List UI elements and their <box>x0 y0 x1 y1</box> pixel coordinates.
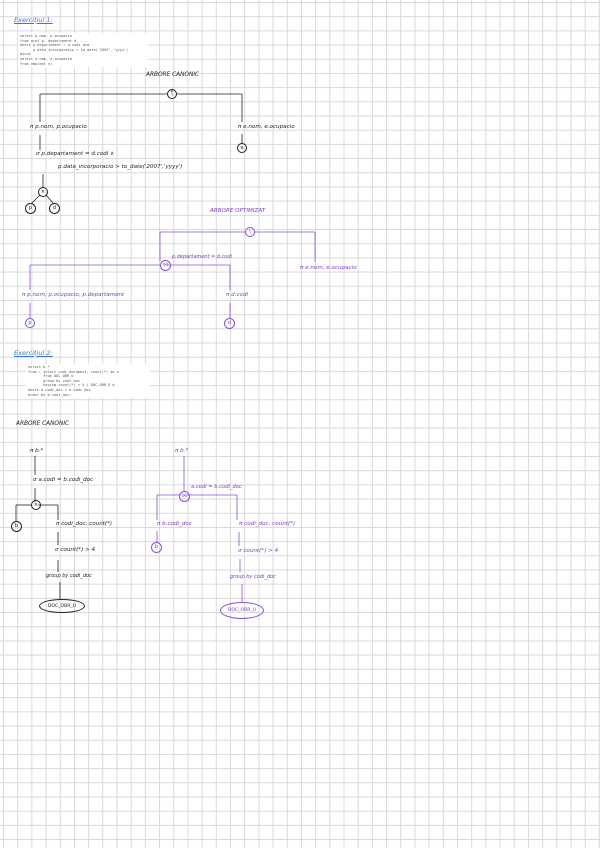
sql-line: from ( select codi_document, count(*) as… <box>28 369 119 374</box>
ex2-title: Exercițiul 2: <box>14 349 53 357</box>
ex2-sub-projection: π codi_doc, count(*) <box>56 521 113 527</box>
ex2-opt-join-condition: a.codi = b.codi_doc <box>191 484 242 490</box>
ex2-opt-relation-b-node: b <box>151 542 162 553</box>
ex2-relation-b-node: b <box>11 521 22 532</box>
relation-p-node: p <box>25 203 36 214</box>
sql-line: minus <box>20 52 31 57</box>
relation-d-node: d <box>49 203 60 214</box>
ex2-group-by: group by codi_doc <box>46 573 92 579</box>
ex1-opt-left-projection: π p.nom, p.ocupacio, p.departament <box>22 292 125 298</box>
ex1-opt-right-projection: π e.nom, e.ocupacio <box>300 265 357 271</box>
ex2-opt-left-projection: π b.codi_doc <box>157 521 192 527</box>
opt-relation-d-node: d <box>224 318 235 329</box>
sql-line: where p.departament = d.codi and <box>20 43 90 48</box>
ex1-optimized-edges <box>29 231 316 318</box>
ex2-table-oval: DOC_OBR_U <box>39 599 85 613</box>
ex2-optimized-edges <box>156 456 243 602</box>
ex1-selection-line2: p.data_incorporacio > to_date('2007','yy… <box>58 164 183 170</box>
ex2-top-projection: π b.* <box>30 448 44 454</box>
sql-line: order by b.codi_doc; <box>28 392 72 397</box>
sql-line: from empleat e; <box>20 61 53 66</box>
ex2-opt-table-oval: DOC_OBR_U <box>220 602 264 619</box>
join-node: ⋈ <box>160 260 171 271</box>
sql-line: select b.* <box>28 365 50 369</box>
opt-relation-p-node: p <box>25 318 35 328</box>
minus-node: \ <box>167 89 177 99</box>
relation-e-node: e <box>237 143 247 153</box>
ex2-opt-top-projection: π b.* <box>175 448 189 454</box>
ex2-opt-group-by: group by codi_doc <box>230 574 276 580</box>
ex1-canonical-edges <box>30 89 243 205</box>
sql-line: from prof p, departament d, ... <box>20 38 88 43</box>
ex2-opt-sub-projection: π codi_doc, count(*) <box>239 521 296 527</box>
ex2-canonical-edges <box>15 456 61 599</box>
sql-line: p.data_incorporacio > to_date('2007','yy… <box>20 47 129 52</box>
sql-line: from DOC_OBR_U <box>28 374 74 379</box>
ex2-sub-selection: σ count(*) > 4 <box>55 547 96 553</box>
ex1-title: Exercițiul 1: <box>14 16 53 24</box>
ex2-join-node: ⋈ <box>179 491 190 502</box>
ex2-selection: σ a.codi = b.codi_doc <box>33 477 94 483</box>
ex1-opt-mid-projection: π d.codi <box>226 292 249 298</box>
ex2-sql-box: select b.*from ( select codi_document, c… <box>26 364 150 399</box>
ex1-right-projection: π e.nom, e.ocupacio <box>238 124 295 130</box>
sql-line: group by codi_doc <box>28 378 80 383</box>
sql-line: having count(*) > 4 ) DOC_OBR_U b <box>28 383 115 388</box>
ex2-canonical-title: ARBORE CANONIC <box>16 421 70 427</box>
ex2-product-node: × <box>31 500 41 510</box>
sql-line: select e.nom, e.ocupacio <box>20 56 72 61</box>
ex1-left-projection: π p.nom, p.ocupacio <box>30 124 87 130</box>
ex1-optimized-title: ARBORE OPTIMIZAT <box>210 208 266 214</box>
ex1-opt-join-condition: p.departament = d.codi <box>172 254 232 260</box>
product-node: × <box>38 187 48 197</box>
ex2-opt-sub-selection: σ count(*) > 4 <box>238 548 279 554</box>
opt-minus-node: \ <box>245 227 255 237</box>
sql-line: select p.nom, p.ocupacio <box>20 34 72 38</box>
ex1-selection-line1: σ p.departament = d.codi ∧ <box>36 151 115 157</box>
ex1-canonical-title: ARBORE CANONIC <box>146 72 200 78</box>
sql-line: where a.codi_doc = b.codi_doc <box>28 387 91 392</box>
